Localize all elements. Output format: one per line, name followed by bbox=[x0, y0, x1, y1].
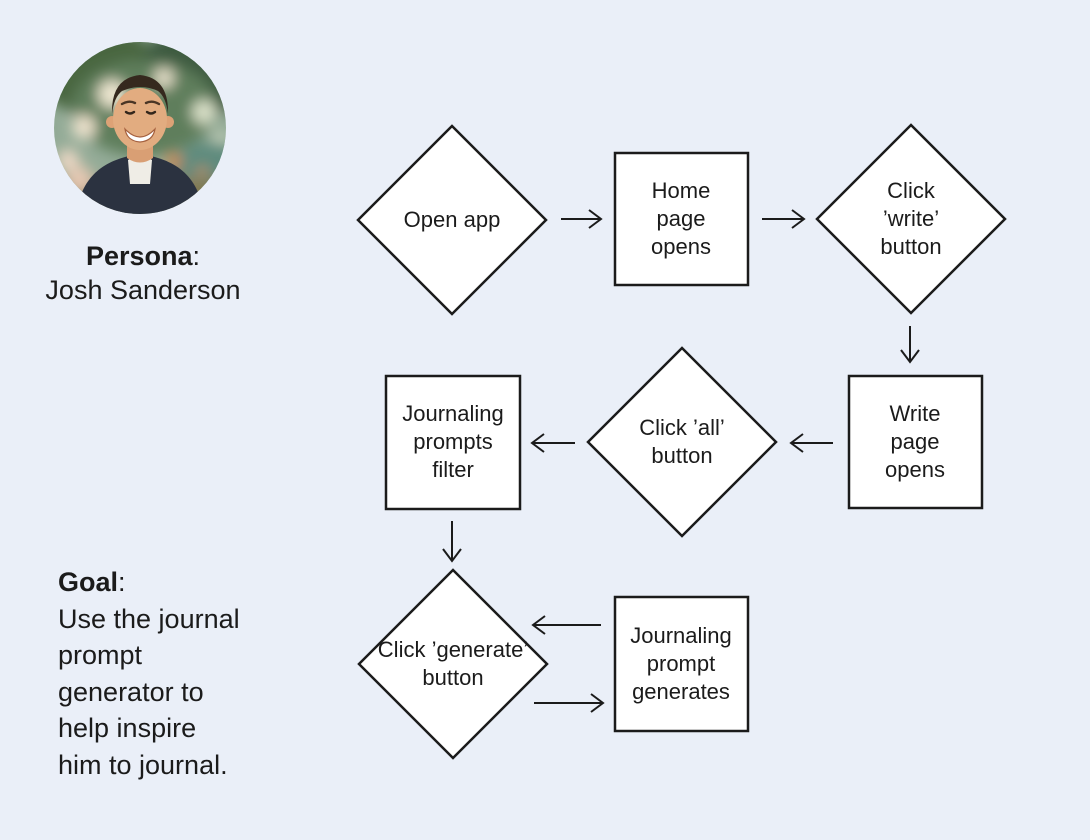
node-journaling-prompt-generates-label: Journaling prompt generates bbox=[630, 623, 732, 704]
node-click-all-button-shape bbox=[586, 346, 778, 538]
node-click-write-button-shape bbox=[815, 123, 1007, 315]
goal-section: Goal: Use the journal prompt generator t… bbox=[58, 564, 318, 783]
persona-colon: : bbox=[192, 241, 201, 271]
node-home-page-opens-shape bbox=[613, 151, 750, 287]
edge-click-generate-to-prompt-generates-arrow bbox=[534, 693, 605, 713]
node-click-write-button-label: Click ’write’ button bbox=[880, 178, 942, 259]
edge-open-app-to-home-page-arrow bbox=[561, 209, 603, 229]
node-write-page-opens-shape bbox=[847, 374, 984, 510]
node-open-app-shape bbox=[356, 124, 548, 316]
node-click-generate-button-shape bbox=[357, 568, 549, 760]
edge-home-page-to-click-write-arrow bbox=[762, 209, 806, 229]
persona-name: Josh Sanderson bbox=[45, 275, 241, 305]
edge-click-all-to-prompts-filter-arrow bbox=[530, 433, 575, 453]
persona-title: Persona: bbox=[18, 239, 268, 273]
node-open-app-label: Open app bbox=[403, 207, 501, 232]
node-click-all-button-label: Click ’all’ button bbox=[639, 415, 725, 468]
edge-prompts-filter-to-click-generate-arrow bbox=[442, 521, 462, 563]
node-click-generate-button-label: Click ’generate’ button bbox=[377, 637, 529, 690]
edge-prompt-generates-to-click-generate-arrow bbox=[531, 615, 601, 635]
node-write-page-opens-label: Write page opens bbox=[885, 401, 945, 482]
node-journaling-prompts-filter-label: Journaling prompts filter bbox=[402, 401, 504, 482]
persona-avatar bbox=[54, 42, 226, 214]
goal-colon: : bbox=[118, 567, 126, 597]
goal-text: Use the journal prompt generator to help… bbox=[58, 603, 240, 780]
node-journaling-prompts-filter-shape bbox=[384, 374, 522, 511]
node-journaling-prompt-generates-shape bbox=[613, 595, 750, 733]
node-home-page-opens-label: Home page opens bbox=[651, 178, 711, 259]
avatar-person bbox=[76, 75, 204, 214]
persona-label: Persona bbox=[85, 241, 193, 271]
goal-title: Goal: bbox=[58, 564, 318, 601]
edge-write-page-to-click-all-arrow bbox=[789, 433, 833, 453]
edge-click-write-to-write-page-arrow bbox=[900, 326, 920, 364]
goal-label: Goal bbox=[58, 567, 119, 597]
persona-caption: Persona: Josh Sanderson bbox=[18, 239, 268, 307]
